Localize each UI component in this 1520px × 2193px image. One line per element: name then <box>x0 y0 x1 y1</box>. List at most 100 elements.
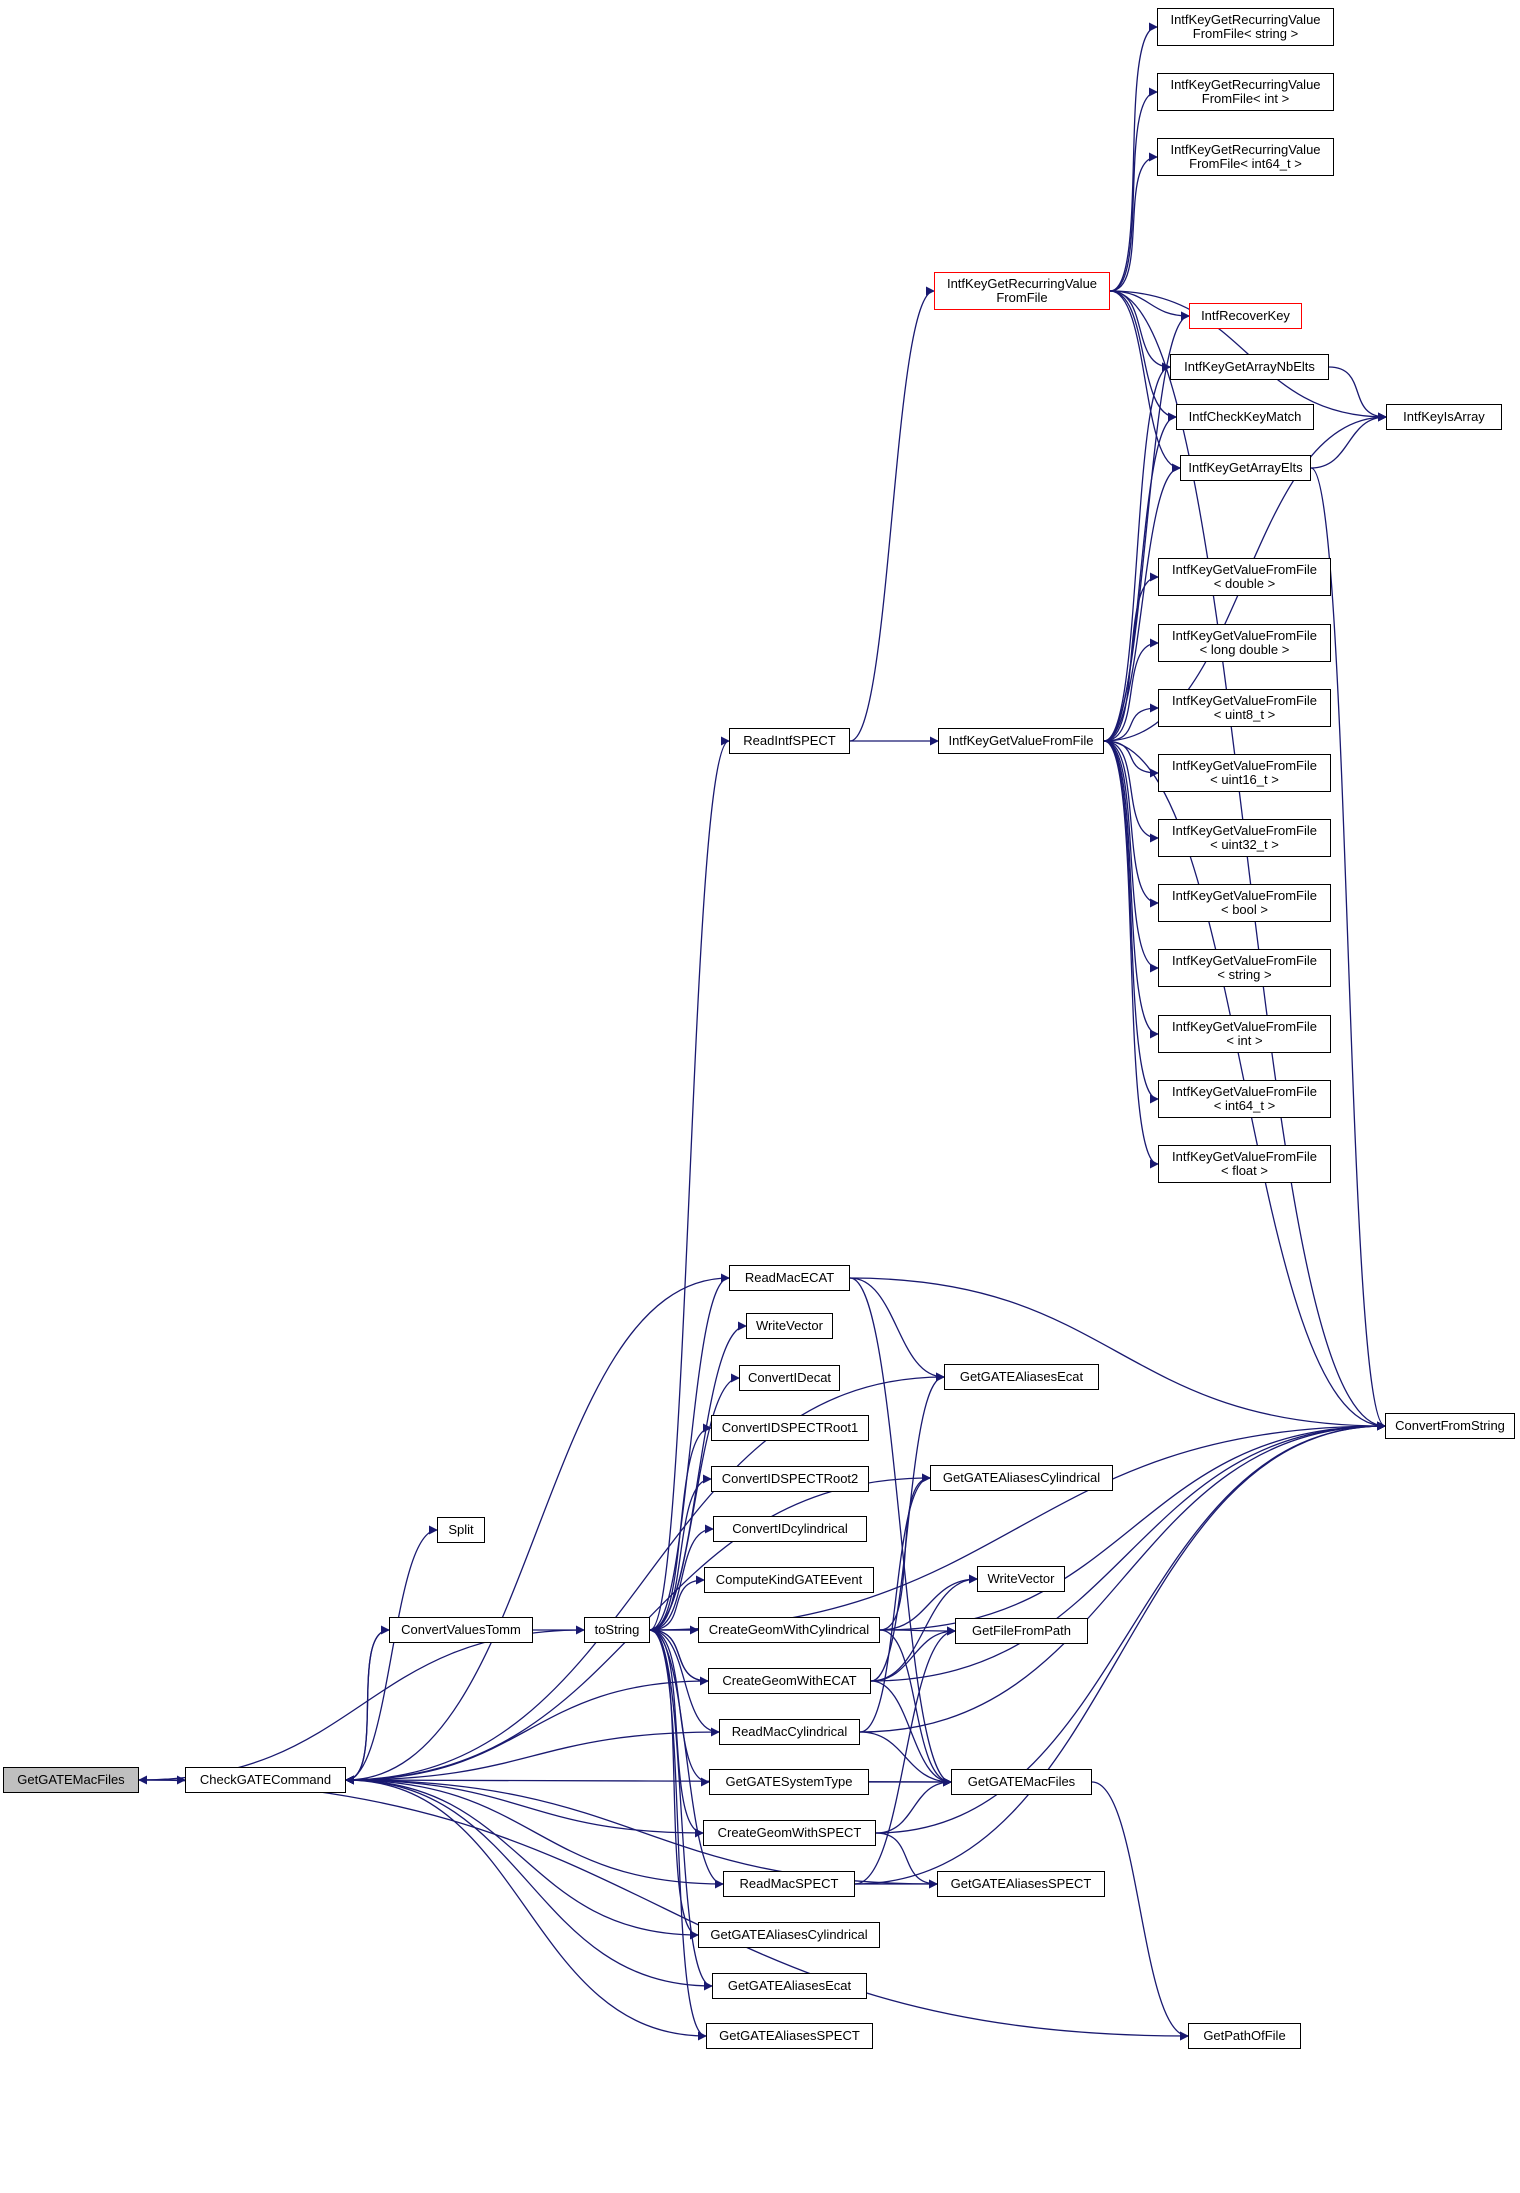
node-label: IntfKeyGetValueFromFile <box>1172 758 1317 773</box>
edge-intfkeygetrecurringvaluefromfile-to-recurring-int64 <box>1109 152 1158 292</box>
node-readmacspect[interactable]: ReadMacSPECT <box>723 1871 855 1897</box>
node-label: IntfCheckKeyMatch <box>1188 409 1302 424</box>
edge-intfkeygetvaluefromfile-to-value-float <box>1103 740 1159 1169</box>
node-label: IntfKeyGetValueFromFile <box>1172 953 1317 968</box>
edge-readmacecat-to-convertfromstring <box>849 1277 1386 1431</box>
node-label: IntfKeyGetArrayElts <box>1188 460 1303 475</box>
node-getgatesystemtype[interactable]: GetGATESystemType <box>709 1769 869 1795</box>
node-intfkeygetvaluefromfile[interactable]: IntfKeyGetValueFromFile <box>938 728 1104 754</box>
node-creategeomwithcylindrical[interactable]: CreateGeomWithCylindrical <box>698 1617 880 1643</box>
node-getgatealiasescylindrical-left[interactable]: GetGATEAliasesCylindrical <box>698 1922 880 1948</box>
node-intfcheckkeymatch[interactable]: IntfCheckKeyMatch <box>1176 404 1314 430</box>
node-label: Split <box>448 1522 474 1537</box>
edge-readmaccylindrical-to-getgatealiasescylindrical-right <box>859 1473 931 1733</box>
edge-intfkeygetarrayelts-to-intfkeyisarray <box>1310 412 1387 469</box>
node-convertvaluestomm[interactable]: ConvertValuesTomm <box>389 1617 533 1643</box>
node-value-string[interactable]: IntfKeyGetValueFromFile< string > <box>1158 949 1331 987</box>
node-writevector-right[interactable]: WriteVector <box>977 1566 1065 1592</box>
node-readmaccylindrical[interactable]: ReadMacCylindrical <box>719 1719 860 1745</box>
edge-tostring-to-convertidcylindrical <box>649 1524 714 1631</box>
edge-intfkeygetrecurringvaluefromfile-to-recurring-int <box>1109 87 1158 292</box>
node-getgatealiasesspect-right[interactable]: GetGATEAliasesSPECT <box>937 1871 1105 1897</box>
node-creategeomwithecat[interactable]: CreateGeomWithECAT <box>708 1668 871 1694</box>
node-label: GetGATESystemType <box>725 1774 853 1789</box>
edge-tostring-to-getgatealiasesecat-left <box>649 1629 713 1991</box>
node-label: GetGATEAliasesSPECT <box>950 1876 1092 1891</box>
node-writevector-left[interactable]: WriteVector <box>746 1313 833 1339</box>
edge-creategeomwithecat-to-getfilefrompath <box>870 1626 956 1682</box>
edge-tostring-to-computekindgateevent <box>649 1575 705 1631</box>
node-convertidecat[interactable]: ConvertIDecat <box>739 1365 840 1391</box>
node-convertfromstring[interactable]: ConvertFromString <box>1385 1413 1515 1439</box>
node-label: ReadMacCylindrical <box>731 1724 848 1739</box>
edge-tostring-to-readmacecat <box>649 1273 730 1631</box>
node-creategeomwithspect[interactable]: CreateGeomWithSPECT <box>703 1820 876 1846</box>
node-computekindgateevent[interactable]: ComputeKindGATEEvent <box>704 1567 874 1593</box>
node-intfkeygetarraynbelts[interactable]: IntfKeyGetArrayNbElts <box>1170 354 1329 380</box>
node-label: ConvertValuesTomm <box>401 1622 521 1637</box>
node-readmacecat[interactable]: ReadMacECAT <box>729 1265 850 1291</box>
node-intfkeyisarray[interactable]: IntfKeyIsArray <box>1386 404 1502 430</box>
node-label: IntfKeyGetRecurringValue <box>1170 77 1321 92</box>
node-convertidcylindrical[interactable]: ConvertIDcylindrical <box>713 1516 867 1542</box>
node-value-bool[interactable]: IntfKeyGetValueFromFile< bool > <box>1158 884 1331 922</box>
edge-getgatealiasesspect-left-to-checkgatecommand <box>345 1775 707 2037</box>
node-value-uint32[interactable]: IntfKeyGetValueFromFile< uint32_t > <box>1158 819 1331 857</box>
node-checkgatecommand[interactable]: CheckGATECommand <box>185 1767 346 1793</box>
node-label: ConvertIDecat <box>747 1370 832 1385</box>
edge-intfkeygetvaluefromfile-to-intfkeygetarrayelts <box>1103 463 1181 742</box>
node-label: IntfKeyGetRecurringValue <box>1170 12 1321 27</box>
node-label: FromFile <box>996 290 1048 305</box>
edge-intfkeygetrecurringvaluefromfile-to-intfkeygetarrayelts <box>1109 290 1181 473</box>
node-label: FromFile< int64_t > <box>1189 156 1302 171</box>
node-getgatealiasesspect-left[interactable]: GetGATEAliasesSPECT <box>706 2023 873 2049</box>
edge-creategeomwithecat-to-getgatealiasesecat-right <box>870 1372 945 1682</box>
node-value-uint8[interactable]: IntfKeyGetValueFromFile< uint8_t > <box>1158 689 1331 727</box>
edge-getgatealiasescylindrical-left-to-checkgatecommand <box>345 1775 699 1936</box>
node-getgatemacfiles-right[interactable]: GetGATEMacFiles <box>951 1769 1092 1795</box>
node-getgatealiasesecat-right[interactable]: GetGATEAliasesEcat <box>944 1364 1099 1390</box>
node-convertidspectroot1[interactable]: ConvertIDSPECTRoot1 <box>711 1415 869 1441</box>
node-getgatealiasesecat-left[interactable]: GetGATEAliasesEcat <box>712 1973 867 1999</box>
node-value-double[interactable]: IntfKeyGetValueFromFile< double > <box>1158 558 1331 596</box>
node-label: IntfKeyGetValueFromFile <box>1172 823 1317 838</box>
node-value-int[interactable]: IntfKeyGetValueFromFile< int > <box>1158 1015 1331 1053</box>
node-value-int64[interactable]: IntfKeyGetValueFromFile< int64_t > <box>1158 1080 1331 1118</box>
node-value-float[interactable]: IntfKeyGetValueFromFile< float > <box>1158 1145 1331 1183</box>
node-label: CreateGeomWithCylindrical <box>708 1622 870 1637</box>
node-label: GetGATEAliasesSPECT <box>719 2028 860 2043</box>
edge-readmacecat-to-getgatemacfiles-right <box>849 1277 952 1787</box>
node-getgatemacfiles-root[interactable]: GetGATEMacFiles <box>3 1767 139 1793</box>
node-label: < string > <box>1217 967 1272 982</box>
node-label: < uint8_t > <box>1213 707 1276 722</box>
node-intfkeygetarrayelts[interactable]: IntfKeyGetArrayElts <box>1180 455 1311 481</box>
edge-intfkeygetvaluefromfile-to-value-int <box>1103 740 1159 1039</box>
node-label: IntfKeyGetValueFromFile <box>1172 1084 1317 1099</box>
node-label: CheckGATECommand <box>199 1772 332 1787</box>
node-getpathoffile[interactable]: GetPathOfFile <box>1188 2023 1301 2049</box>
node-convertidspectroot2[interactable]: ConvertIDSPECTRoot2 <box>711 1466 869 1492</box>
node-label: IntfKeyGetValueFromFile <box>948 733 1094 748</box>
node-label: IntfKeyGetRecurringValue <box>946 276 1098 291</box>
edge-readmaccylindrical-to-convertfromstring <box>859 1421 1386 1733</box>
node-intfrecoverkey[interactable]: IntfRecoverKey <box>1189 303 1302 329</box>
edge-creategeomwithspect-to-checkgatecommand <box>345 1775 704 1834</box>
node-value-uint16[interactable]: IntfKeyGetValueFromFile< uint16_t > <box>1158 754 1331 792</box>
node-split[interactable]: Split <box>437 1517 485 1543</box>
edge-readmacecat-to-getgatealiasesecat-right <box>849 1277 945 1382</box>
node-label: IntfKeyGetRecurringValue <box>1170 142 1321 157</box>
node-getgatealiasescylindrical-right[interactable]: GetGATEAliasesCylindrical <box>930 1465 1113 1491</box>
node-getfilefrompath[interactable]: GetFileFromPath <box>955 1618 1088 1644</box>
node-readintfspect[interactable]: ReadIntfSPECT <box>729 728 850 754</box>
node-label: ConvertIDSPECTRoot1 <box>721 1420 859 1435</box>
edge-getgatemacfiles-root-to-getpathoffile <box>138 1779 1189 2041</box>
node-label: WriteVector <box>987 1571 1055 1586</box>
node-label: < long double > <box>1199 642 1290 657</box>
edge-intfkeygetvaluefromfile-to-value-uint32 <box>1103 740 1159 843</box>
node-tostring[interactable]: toString <box>584 1617 650 1643</box>
node-value-longdouble[interactable]: IntfKeyGetValueFromFile< long double > <box>1158 624 1331 662</box>
